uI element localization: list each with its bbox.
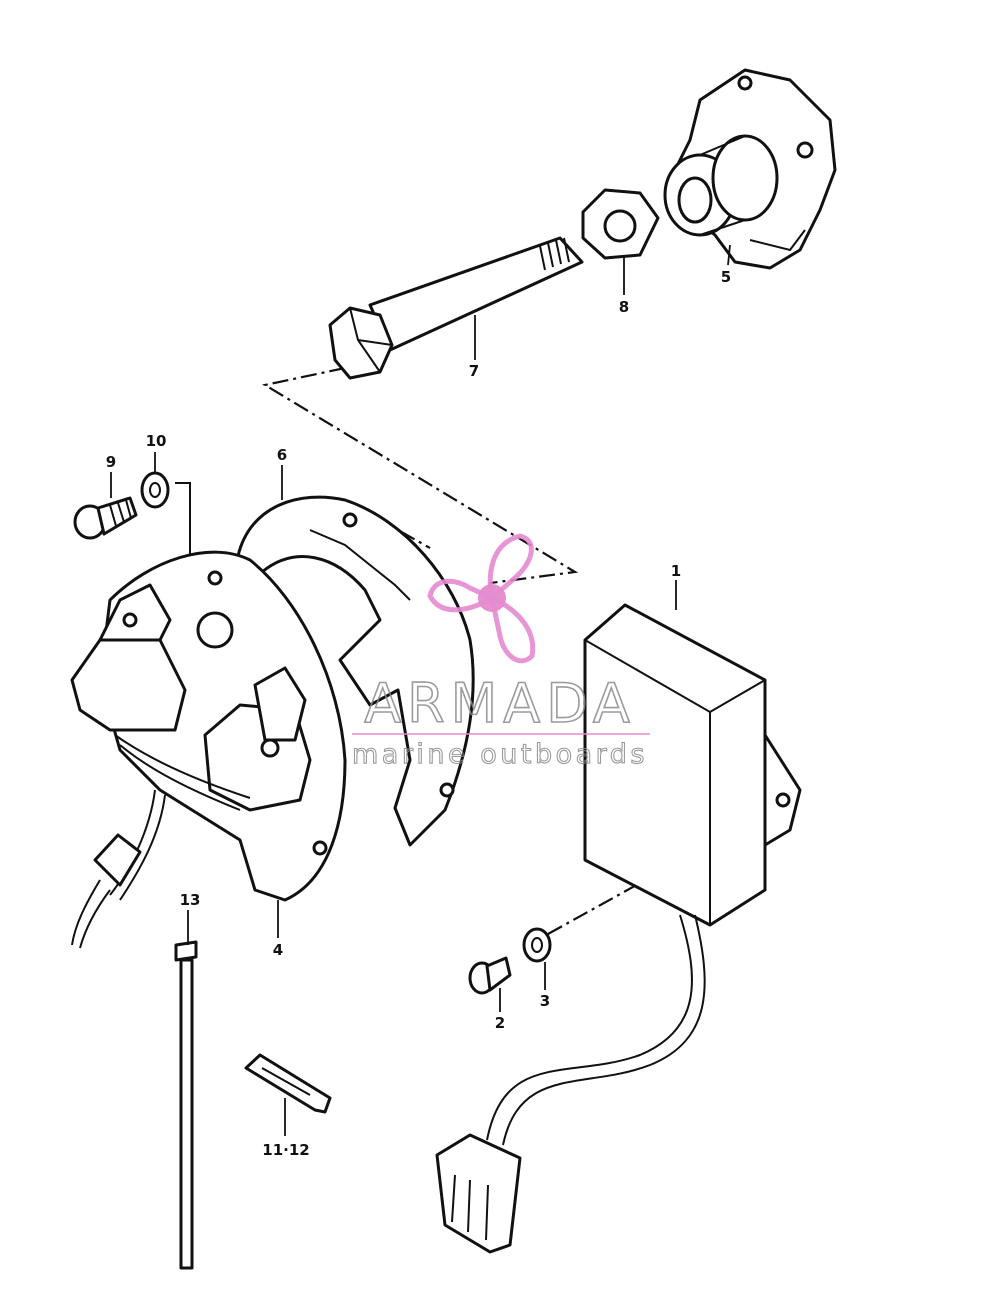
part-2-screw bbox=[468, 956, 512, 995]
part-9-screw bbox=[73, 496, 138, 540]
callout-labels: 1 2 3 4 5 6 7 8 9 10 11·12 13 bbox=[106, 268, 731, 1159]
part-13-cable-tie bbox=[174, 940, 198, 1270]
part-4-base-plate bbox=[70, 550, 347, 949]
callout-leader-lines bbox=[110, 244, 731, 1136]
callout-11-12: 11·12 bbox=[262, 1141, 309, 1159]
watermark-brand: ARMADA bbox=[364, 672, 636, 735]
callout-10: 10 bbox=[146, 432, 167, 450]
part-6-gasket-plate bbox=[236, 495, 475, 847]
callout-9: 9 bbox=[106, 453, 116, 471]
callout-5: 5 bbox=[721, 268, 731, 286]
callout-7: 7 bbox=[469, 362, 479, 380]
part-10-washer bbox=[140, 471, 170, 509]
callout-4: 4 bbox=[273, 941, 283, 959]
callout-1: 1 bbox=[671, 562, 681, 580]
watermark-tagline: marine outboards bbox=[352, 739, 648, 770]
part-8-nut bbox=[581, 188, 660, 260]
watermark: ARMADA marine outboards bbox=[351, 533, 650, 771]
callout-3: 3 bbox=[540, 992, 550, 1010]
propeller-icon bbox=[427, 533, 536, 664]
callout-6: 6 bbox=[277, 446, 287, 464]
part-3-washer bbox=[522, 927, 552, 963]
part-11-12-clamp bbox=[244, 1053, 332, 1114]
callout-2: 2 bbox=[495, 1014, 505, 1032]
wire-harness bbox=[435, 914, 706, 1254]
callout-8: 8 bbox=[619, 298, 629, 316]
part-1-cdi-unit bbox=[583, 603, 802, 927]
callout-13: 13 bbox=[180, 891, 201, 909]
part-5-pickup-unit bbox=[663, 68, 837, 270]
part-7-bolt bbox=[328, 236, 584, 380]
